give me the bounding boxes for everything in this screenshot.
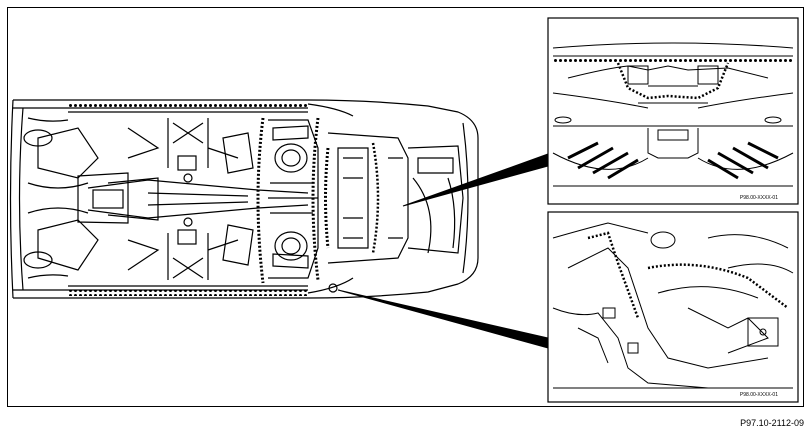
leader-line-bottom — [337, 289, 549, 349]
inset-bottom-frame — [547, 211, 799, 403]
body-outline — [13, 99, 479, 299]
rear-end — [9, 99, 24, 299]
inset-bottom-sill-detail — [547, 211, 799, 403]
front-apron — [407, 145, 464, 254]
inset-bottom-code: P98.00-XXXX-01 — [740, 392, 778, 398]
firewall-seam — [256, 117, 265, 284]
front-wheel-well-right — [274, 231, 308, 261]
figure-reference-number: P97.10-2112-09 — [740, 418, 804, 428]
inset-top-code: P98.00-XXXX-01 — [740, 195, 778, 201]
inset-top-frame — [547, 17, 799, 205]
inset-top-rear-floor — [547, 17, 799, 205]
front-wheel-well-left — [274, 143, 308, 173]
right-sill-weld — [68, 290, 308, 296]
left-sill-weld — [68, 102, 308, 108]
engine-bay — [327, 132, 409, 264]
leader-line-top — [402, 153, 549, 207]
vehicle-underbody-diagram: P98.00-XXXX-01 P98.00-XXXX-01 — [9, 17, 799, 403]
underbody-main-view — [9, 99, 479, 299]
center-tunnel — [87, 179, 309, 219]
diagram-frame: P98.00-XXXX-01 P98.00-XXXX-01 — [7, 7, 804, 407]
